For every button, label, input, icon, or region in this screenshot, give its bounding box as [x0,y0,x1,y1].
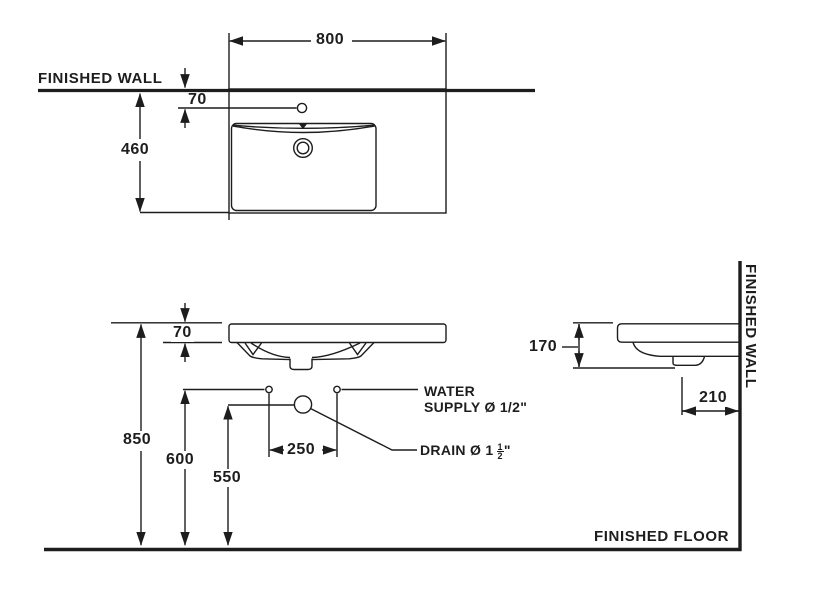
finished-floor-label: FINISHED FLOOR [594,528,730,545]
drain-fraction-numerator: 1 [496,442,504,452]
water-supply-point-right [333,385,341,394]
plan-view [135,33,447,220]
drain-stub-front [289,358,313,371]
wall-floor-lines [38,88,742,552]
basin-slab-front [228,323,447,344]
drain-label-prefix: DRAIN Ø 1 [420,442,494,458]
water-supply-point-left [265,385,273,394]
water-supply-label-line2: SUPPLY Ø 1/2" [424,399,528,415]
faucet-hole-plan [296,102,308,114]
dim-800-label: 800 [314,31,347,49]
dim-600-label: 600 [164,451,197,469]
overflow-notch [299,124,307,129]
drain-label: DRAIN Ø 1 1 2 " [420,442,511,461]
drain-boss-side [672,356,706,366]
drain-label-unit: " [503,442,511,458]
dim-70-plan-label: 70 [188,91,207,108]
bowl-outline [230,122,377,212]
side-view [562,322,740,416]
dim-250-label: 250 [285,441,318,459]
dim-170-label: 170 [529,338,558,355]
finished-wall-label-side: FINISHED WALL [742,264,759,389]
dim-210-label: 210 [697,389,730,407]
finished-wall-label-top: FINISHED WALL [38,70,163,87]
dim-550-label: 550 [211,469,244,487]
drain-label-fraction: 1 2 [496,442,504,461]
drain-fraction-denominator: 2 [497,451,503,461]
dim-70-front-label: 70 [171,324,194,342]
water-supply-label: WATER SUPPLY Ø 1/2" [424,383,527,415]
drain-hole-plan [293,137,314,158]
dim-460-label: 460 [119,141,152,159]
drain-point-front [293,395,313,414]
dim-850-label: 850 [121,431,154,449]
basin-slab-side [616,323,740,343]
front-view [111,303,447,546]
water-supply-label-line1: WATER [424,383,476,399]
drain-leader-line [310,407,417,451]
